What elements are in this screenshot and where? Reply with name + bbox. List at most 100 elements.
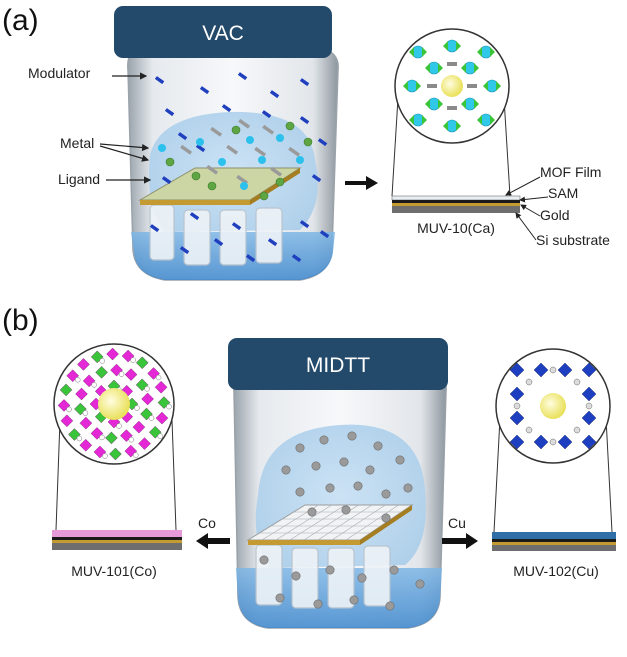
mof-node-green — [416, 81, 421, 91]
ligand-particle — [226, 144, 239, 155]
arrow-b-right — [442, 533, 478, 549]
mof-linker — [66, 406, 72, 413]
modulator-particle — [311, 174, 322, 183]
mof-linker — [549, 366, 557, 374]
ligand-particle — [270, 166, 283, 177]
mof-linker — [118, 371, 125, 377]
ligand-particle — [325, 483, 335, 493]
ligand-particle — [395, 455, 405, 465]
banner-midtt-text: MIDTT — [306, 354, 370, 377]
modulator-particle — [149, 224, 160, 233]
mof-node-green — [456, 121, 461, 131]
plate-grid-line — [345, 504, 399, 541]
arrow-a-right — [345, 176, 378, 190]
mof-pore — [441, 75, 463, 97]
mof-node-green — [461, 99, 466, 109]
mof-zoom-cu — [493, 348, 613, 533]
mof-node-green — [474, 63, 479, 73]
modulator-particle — [221, 104, 232, 113]
mof-node — [155, 411, 169, 425]
modulator-particle — [189, 212, 200, 221]
jar-a-stand — [149, 204, 283, 266]
mof-node-green — [461, 63, 466, 73]
ligand-particle — [389, 565, 399, 575]
mof-node — [141, 392, 154, 406]
ligand-particle — [313, 599, 323, 609]
mof-node — [132, 420, 146, 434]
ligand-particle — [365, 465, 375, 475]
mof-node — [77, 358, 90, 371]
mof-linker — [74, 377, 81, 383]
mof-linker — [133, 452, 139, 458]
modulator-particle — [319, 230, 330, 239]
ligand-particle — [259, 555, 269, 565]
mof-node — [95, 366, 108, 379]
mof-zoom-a — [391, 28, 511, 197]
plate-grid-line — [331, 504, 386, 541]
metal-particle-green — [207, 181, 217, 191]
mof-linker — [549, 438, 557, 446]
modulator-particle — [213, 238, 224, 247]
mof-node — [106, 347, 119, 361]
mof-node — [557, 434, 573, 450]
ligand-particle — [275, 593, 285, 603]
mof-node — [109, 447, 122, 461]
metal-particle-cyan — [158, 144, 166, 152]
jar-b-stand — [255, 544, 391, 609]
label-sam: SAM — [548, 185, 578, 201]
mof-linker — [525, 378, 533, 386]
pointer-metal-1 — [99, 143, 150, 152]
ligand-particle — [357, 573, 367, 583]
mof-node-green — [477, 47, 482, 57]
modulator-particle — [179, 246, 190, 255]
mof-node — [509, 386, 525, 402]
ligand-particle — [291, 571, 301, 581]
mof-pore — [98, 388, 130, 420]
ligand-particle — [307, 507, 317, 517]
metal-particle-green — [275, 177, 285, 187]
modulator-particle — [269, 90, 280, 99]
modulator-particle — [161, 176, 172, 185]
label-metal: Metal — [60, 135, 94, 151]
jar-a-particles — [149, 72, 330, 263]
mof-linker — [157, 433, 164, 439]
mof-node-green — [490, 115, 495, 125]
modulator-particle — [154, 76, 165, 85]
metal-particle-cyan — [246, 136, 254, 144]
modulator-particle — [199, 86, 210, 95]
jar-b — [233, 369, 447, 629]
ligand-particle — [403, 483, 413, 493]
mof-node — [60, 414, 74, 428]
metal-particle-green — [285, 121, 295, 131]
modulator-particle — [164, 108, 175, 117]
modulator-particle — [299, 220, 310, 229]
mof-linker — [573, 426, 581, 434]
mof-node-green — [425, 63, 430, 73]
label-ligand: Ligand — [58, 171, 100, 187]
mof-node-green — [456, 41, 461, 51]
mof-node-green — [438, 63, 443, 73]
mof-node — [581, 410, 597, 426]
label-si-substrate: Si substrate — [536, 232, 610, 248]
mof-node — [79, 416, 93, 430]
ligand-particle — [210, 126, 223, 137]
ligand-particle — [341, 505, 351, 515]
film-a-gold — [392, 203, 520, 206]
mof-linker — [447, 62, 457, 66]
mof-node-green — [422, 115, 427, 125]
panel-a-letter: (a) — [2, 4, 39, 37]
caption-muv-10: MUV-10(Ca) — [417, 220, 495, 236]
film-a-si — [392, 206, 520, 213]
mof-node — [509, 362, 525, 378]
modulator-particle — [245, 254, 256, 263]
mof-a-lattice — [403, 39, 501, 133]
mof-zoom-co — [53, 343, 177, 531]
film-a-mof — [391, 195, 521, 201]
metal-particle-green — [165, 157, 175, 167]
mof-node-green — [438, 99, 443, 109]
ligand-particle — [373, 441, 383, 451]
metal-particle-cyan — [218, 158, 226, 166]
ligand-particle — [180, 144, 193, 155]
mof-node-green — [477, 115, 482, 125]
mof-node — [75, 387, 88, 401]
